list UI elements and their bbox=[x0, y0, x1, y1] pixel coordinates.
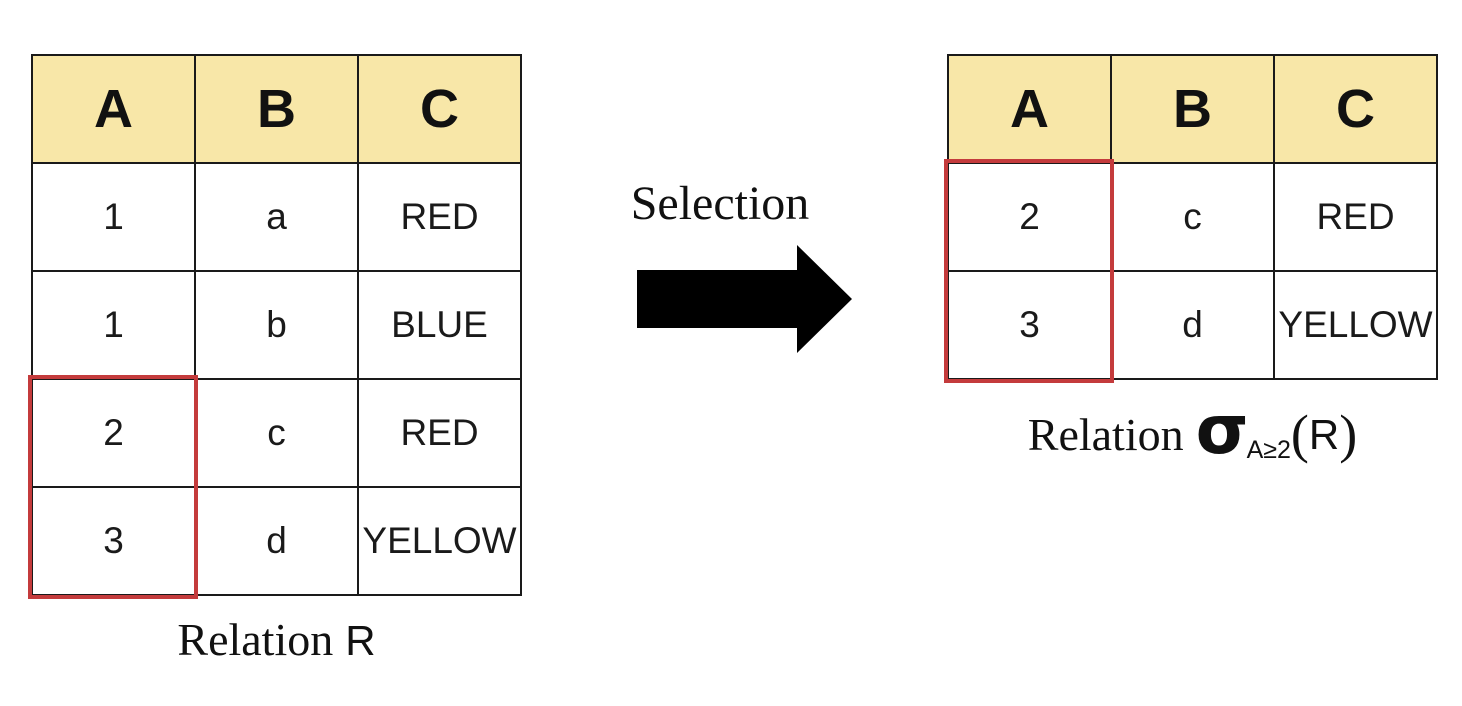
table-row: 3 d YELLOW bbox=[947, 270, 1438, 380]
caption-text: Relation bbox=[177, 614, 334, 665]
cell-b: a bbox=[194, 162, 359, 272]
table-row: 3 d YELLOW bbox=[31, 486, 522, 596]
sigma-subscript: A≥2 bbox=[1246, 436, 1291, 464]
relation-symbol: R bbox=[345, 617, 376, 664]
column-header-c: C bbox=[1273, 54, 1438, 164]
sigma-symbol: σ bbox=[1195, 391, 1249, 470]
right-arrow-icon bbox=[637, 245, 852, 353]
column-header-a: A bbox=[31, 54, 196, 164]
cell-a: 3 bbox=[31, 486, 196, 596]
cell-a: 3 bbox=[947, 270, 1112, 380]
caption-text: Relation bbox=[1027, 409, 1184, 460]
table-row: 2 c RED bbox=[947, 162, 1438, 272]
cell-c: YELLOW bbox=[1273, 270, 1438, 380]
cell-a: 2 bbox=[31, 378, 196, 488]
cell-b: c bbox=[194, 378, 359, 488]
cell-a: 2 bbox=[947, 162, 1112, 272]
cell-c: RED bbox=[1273, 162, 1438, 272]
cell-b: d bbox=[194, 486, 359, 596]
column-header-c: C bbox=[357, 54, 522, 164]
table-row: 1 b BLUE bbox=[31, 270, 522, 380]
relation-r-table: A B C 1 a RED 1 b BLUE 2 c RED 3 d YELLO… bbox=[31, 54, 522, 596]
cell-a: 1 bbox=[31, 270, 196, 380]
header-row: A B C bbox=[31, 54, 522, 164]
cell-b: b bbox=[194, 270, 359, 380]
cell-b: c bbox=[1110, 162, 1275, 272]
relation-symbol: R bbox=[1308, 411, 1340, 458]
open-paren: ( bbox=[1290, 404, 1309, 464]
column-header-b: B bbox=[1110, 54, 1275, 164]
arrow-label: Selection bbox=[630, 177, 810, 230]
cell-b: d bbox=[1110, 270, 1275, 380]
table-row: 1 a RED bbox=[31, 162, 522, 272]
cell-c: BLUE bbox=[357, 270, 522, 380]
cell-c: YELLOW bbox=[357, 486, 522, 596]
cell-a: 1 bbox=[31, 162, 196, 272]
column-header-b: B bbox=[194, 54, 359, 164]
close-paren: ) bbox=[1339, 404, 1358, 464]
selection-result-table: A B C 2 c RED 3 d YELLOW bbox=[947, 54, 1438, 380]
cell-c: RED bbox=[357, 162, 522, 272]
cell-c: RED bbox=[357, 378, 522, 488]
header-row: A B C bbox=[947, 54, 1438, 164]
column-header-a: A bbox=[947, 54, 1112, 164]
table-row: 2 c RED bbox=[31, 378, 522, 488]
